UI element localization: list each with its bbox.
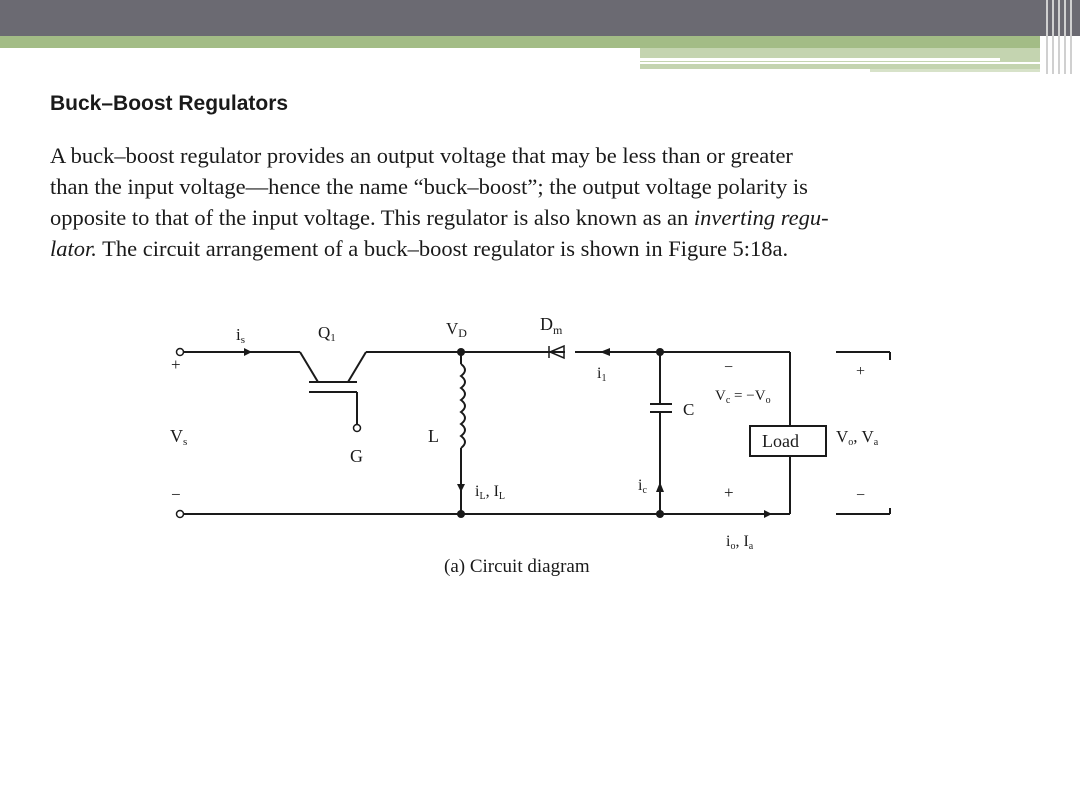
paragraph-line: A buck–boost regulator provides an outpu…	[50, 143, 793, 168]
figure-caption: (a) Circuit diagram	[444, 556, 590, 577]
load-box	[749, 425, 827, 457]
paragraph-text: The circuit arrangement of a buck–boost …	[96, 236, 789, 261]
label-is: is	[236, 325, 245, 346]
label-minus-c: −	[724, 359, 733, 376]
arrow-il	[457, 484, 465, 492]
label-vo: Vo, Va	[836, 427, 879, 448]
label-dm: Dm	[540, 314, 563, 337]
label-vc: Vc = −Vo	[715, 388, 771, 406]
label-minus-right: −	[856, 487, 865, 504]
inductor-coil	[459, 363, 466, 449]
arrow-io	[764, 510, 772, 518]
accent-band	[0, 36, 1040, 48]
transistor-collector-lead	[299, 351, 319, 383]
junction-dot	[656, 510, 664, 518]
input-terminal-bottom	[175, 509, 185, 519]
label-q1: Q1	[318, 323, 336, 344]
junction-dot	[457, 510, 465, 518]
title-bar	[0, 0, 1080, 36]
slide-heading: Buck–Boost Regulators	[50, 92, 289, 115]
paragraph-text: opposite to that of the input voltage. T…	[50, 205, 694, 230]
transistor-emitter-lead	[347, 351, 367, 383]
paragraph-line: opposite to that of the input voltage. T…	[50, 202, 1045, 233]
label-i1: i1	[597, 365, 606, 384]
label-plus-c: +	[724, 483, 734, 502]
paragraph-line: lator. The circuit arrangement of a buck…	[50, 233, 1045, 264]
paragraph-emphasis: inverting regu-	[693, 205, 829, 230]
label-vd: VD	[446, 319, 467, 340]
label-ic: ic	[638, 477, 647, 496]
junction-dot	[457, 348, 465, 356]
label-g: G	[350, 446, 363, 466]
diode-symbol	[548, 344, 565, 360]
label-il: iL, IL	[475, 483, 505, 502]
arrow-ic	[656, 482, 664, 492]
label-vs: Vs	[170, 426, 187, 448]
junction-dot	[656, 348, 664, 356]
slide-paragraph: A buck–boost regulator provides an outpu…	[50, 140, 1045, 264]
paragraph-line: than the input voltage—hence the name “b…	[50, 174, 808, 199]
paragraph-emphasis: lator.	[50, 236, 97, 261]
label-minus-left: −	[171, 485, 181, 504]
load-label: Load	[762, 431, 799, 451]
label-plus-left: +	[171, 355, 181, 374]
accent-band-tail	[870, 69, 1040, 72]
accent-divider	[640, 58, 1000, 61]
input-terminal-top	[175, 347, 185, 357]
corner-decoration	[1040, 0, 1080, 74]
circuit-diagram: is Q1 VD Dm i1 + − Vs G L iL, IL ic C Vc…	[170, 314, 891, 552]
accent-band-lower	[640, 64, 1040, 69]
arrow-i1	[600, 348, 610, 356]
label-l: L	[428, 426, 439, 446]
gate-terminal	[352, 423, 362, 433]
arrow-is	[244, 348, 252, 356]
label-io: io, Ia	[726, 533, 754, 552]
label-c: C	[683, 400, 694, 419]
label-plus-right: +	[856, 363, 865, 380]
